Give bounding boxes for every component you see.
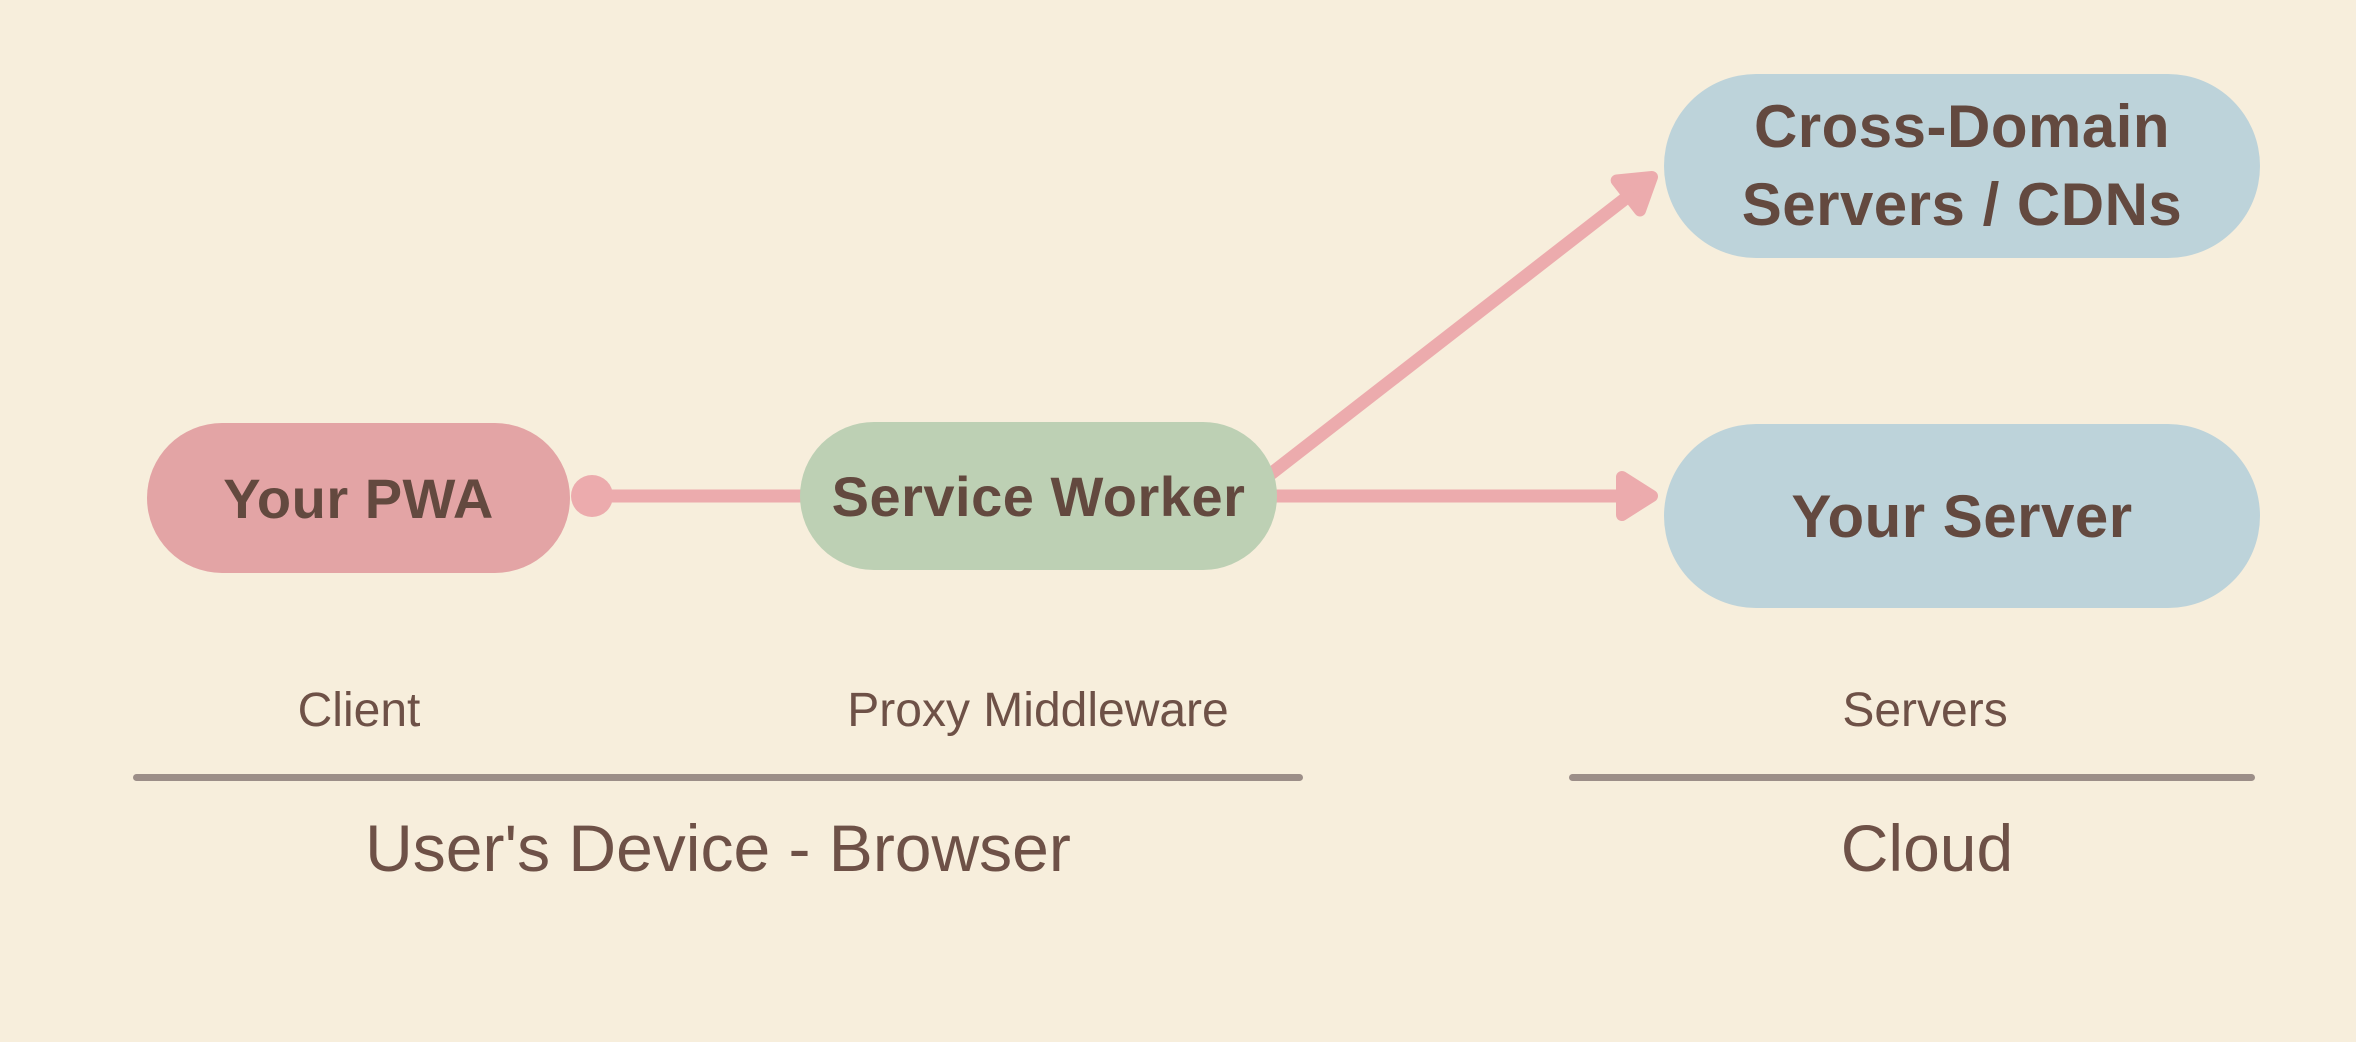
arrowhead-to-cross-domain: [1610, 171, 1658, 217]
zone-label-client: Client: [297, 684, 421, 737]
node-your-server: Your Server: [1664, 424, 2260, 608]
divider-cloud: [1569, 774, 2255, 781]
node-your-pwa-label: Your PWA: [223, 466, 494, 530]
node-cross-domain-servers: Cross-Domain Servers / CDNs: [1664, 74, 2260, 258]
node-service-worker: Service Worker: [800, 422, 1277, 570]
zone-label-proxy-middleware: Proxy Middleware: [847, 684, 1229, 737]
node-cross-domain-label-line2: Servers / CDNs: [1741, 171, 2183, 238]
divider-user-device: [133, 774, 1303, 781]
arrow-line-sw-to-cross-domain: [1246, 192, 1630, 496]
section-title-user-device: User's Device - Browser: [365, 811, 1071, 885]
node-your-server-label: Your Server: [1791, 482, 2133, 550]
node-service-worker-label: Service Worker: [831, 464, 1246, 528]
node-your-pwa: Your PWA: [147, 423, 570, 573]
section-title-cloud: Cloud: [1840, 811, 2014, 885]
zone-label-servers: Servers: [1842, 684, 2008, 737]
connector-dot: [571, 475, 613, 517]
arrowhead-to-your-server: [1616, 471, 1658, 521]
node-cross-domain-label-line1: Cross-Domain: [1753, 93, 2171, 160]
